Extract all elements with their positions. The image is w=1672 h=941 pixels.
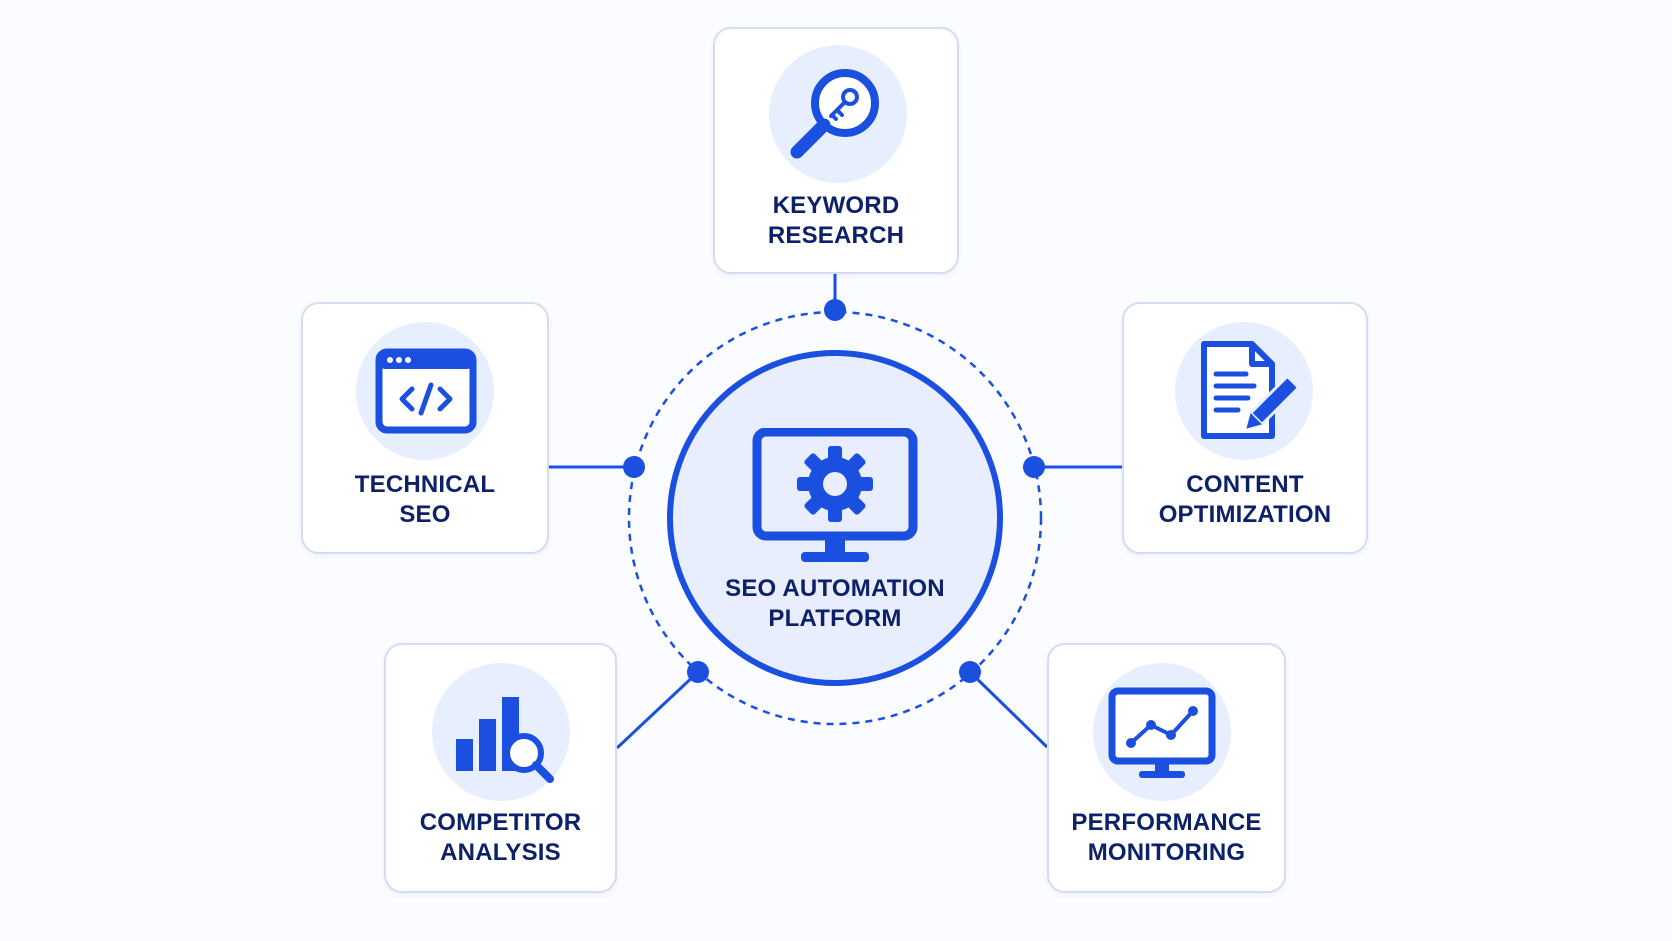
- keyword-research-label: KEYWORD RESEARCH: [715, 191, 957, 251]
- junction-dot-technical-seo: [623, 456, 645, 478]
- junction-dot-keyword-research: [824, 299, 846, 321]
- hub-title: SEO AUTOMATION PLATFORM: [673, 574, 997, 634]
- performance-monitoring-label: PERFORMANCE MONITORING: [1049, 808, 1284, 868]
- competitor-analysis-label-line1: COMPETITOR: [419, 809, 582, 836]
- keyword-research-icon-bubble: [769, 45, 907, 183]
- competitor-analysis-icon-bubble: [432, 663, 570, 801]
- junction-dot-competitor-analysis: [687, 661, 709, 683]
- performance-monitoring-icon-bubble: [1093, 663, 1231, 801]
- technical-seo-icon-bubble: [356, 322, 494, 460]
- connector-line-performance-monitoring: [968, 670, 1049, 749]
- content-optimization-label: CONTENT OPTIMIZATION: [1124, 470, 1366, 530]
- content-optimization-label-line2: OPTIMIZATION: [1158, 501, 1332, 528]
- content-optimization-label-line1: CONTENT: [1186, 471, 1304, 498]
- bar-chart-magnifier-icon: [456, 697, 554, 783]
- competitor-analysis-label: COMPETITOR ANALYSIS: [386, 808, 615, 868]
- content-optimization-icon-bubble: [1175, 322, 1313, 460]
- technical-seo-label-line2: SEO: [399, 501, 451, 528]
- junction-dot-performance-monitoring: [959, 661, 981, 683]
- technical-seo-label-line1: TECHNICAL: [354, 471, 496, 498]
- browser-code-icon: [375, 348, 477, 434]
- technical-seo-card: TECHNICAL SEO: [301, 302, 549, 554]
- connector-line-competitor-analysis: [615, 670, 700, 750]
- performance-monitoring-label-line1: PERFORMANCE: [1071, 809, 1262, 836]
- document-pencil-icon: [1201, 341, 1300, 439]
- technical-seo-label: TECHNICAL SEO: [303, 470, 547, 530]
- dashed-orbit-ring: [627, 310, 1043, 726]
- keyword-research-label-line1: KEYWORD: [772, 192, 900, 219]
- monitor-gear-icon: [752, 428, 918, 562]
- keyword-research-label-line2: RESEARCH: [767, 222, 905, 249]
- seo-automation-platform-hub: SEO AUTOMATION PLATFORM: [667, 350, 1003, 686]
- performance-monitoring-card: PERFORMANCE MONITORING: [1047, 643, 1286, 893]
- competitor-analysis-label-line2: ANALYSIS: [440, 839, 561, 866]
- keyword-research-card: KEYWORD RESEARCH: [713, 27, 959, 274]
- content-optimization-card: CONTENT OPTIMIZATION: [1122, 302, 1368, 554]
- competitor-analysis-card: COMPETITOR ANALYSIS: [384, 643, 617, 893]
- junction-dot-content-optimization: [1023, 456, 1045, 478]
- monitor-line-chart-icon: [1108, 687, 1216, 778]
- hub-title-line2: PLATFORM: [768, 605, 902, 632]
- performance-monitoring-label-line2: MONITORING: [1087, 839, 1246, 866]
- hub-title-line1: SEO AUTOMATION: [725, 575, 945, 602]
- magnifier-key-icon: [790, 69, 879, 159]
